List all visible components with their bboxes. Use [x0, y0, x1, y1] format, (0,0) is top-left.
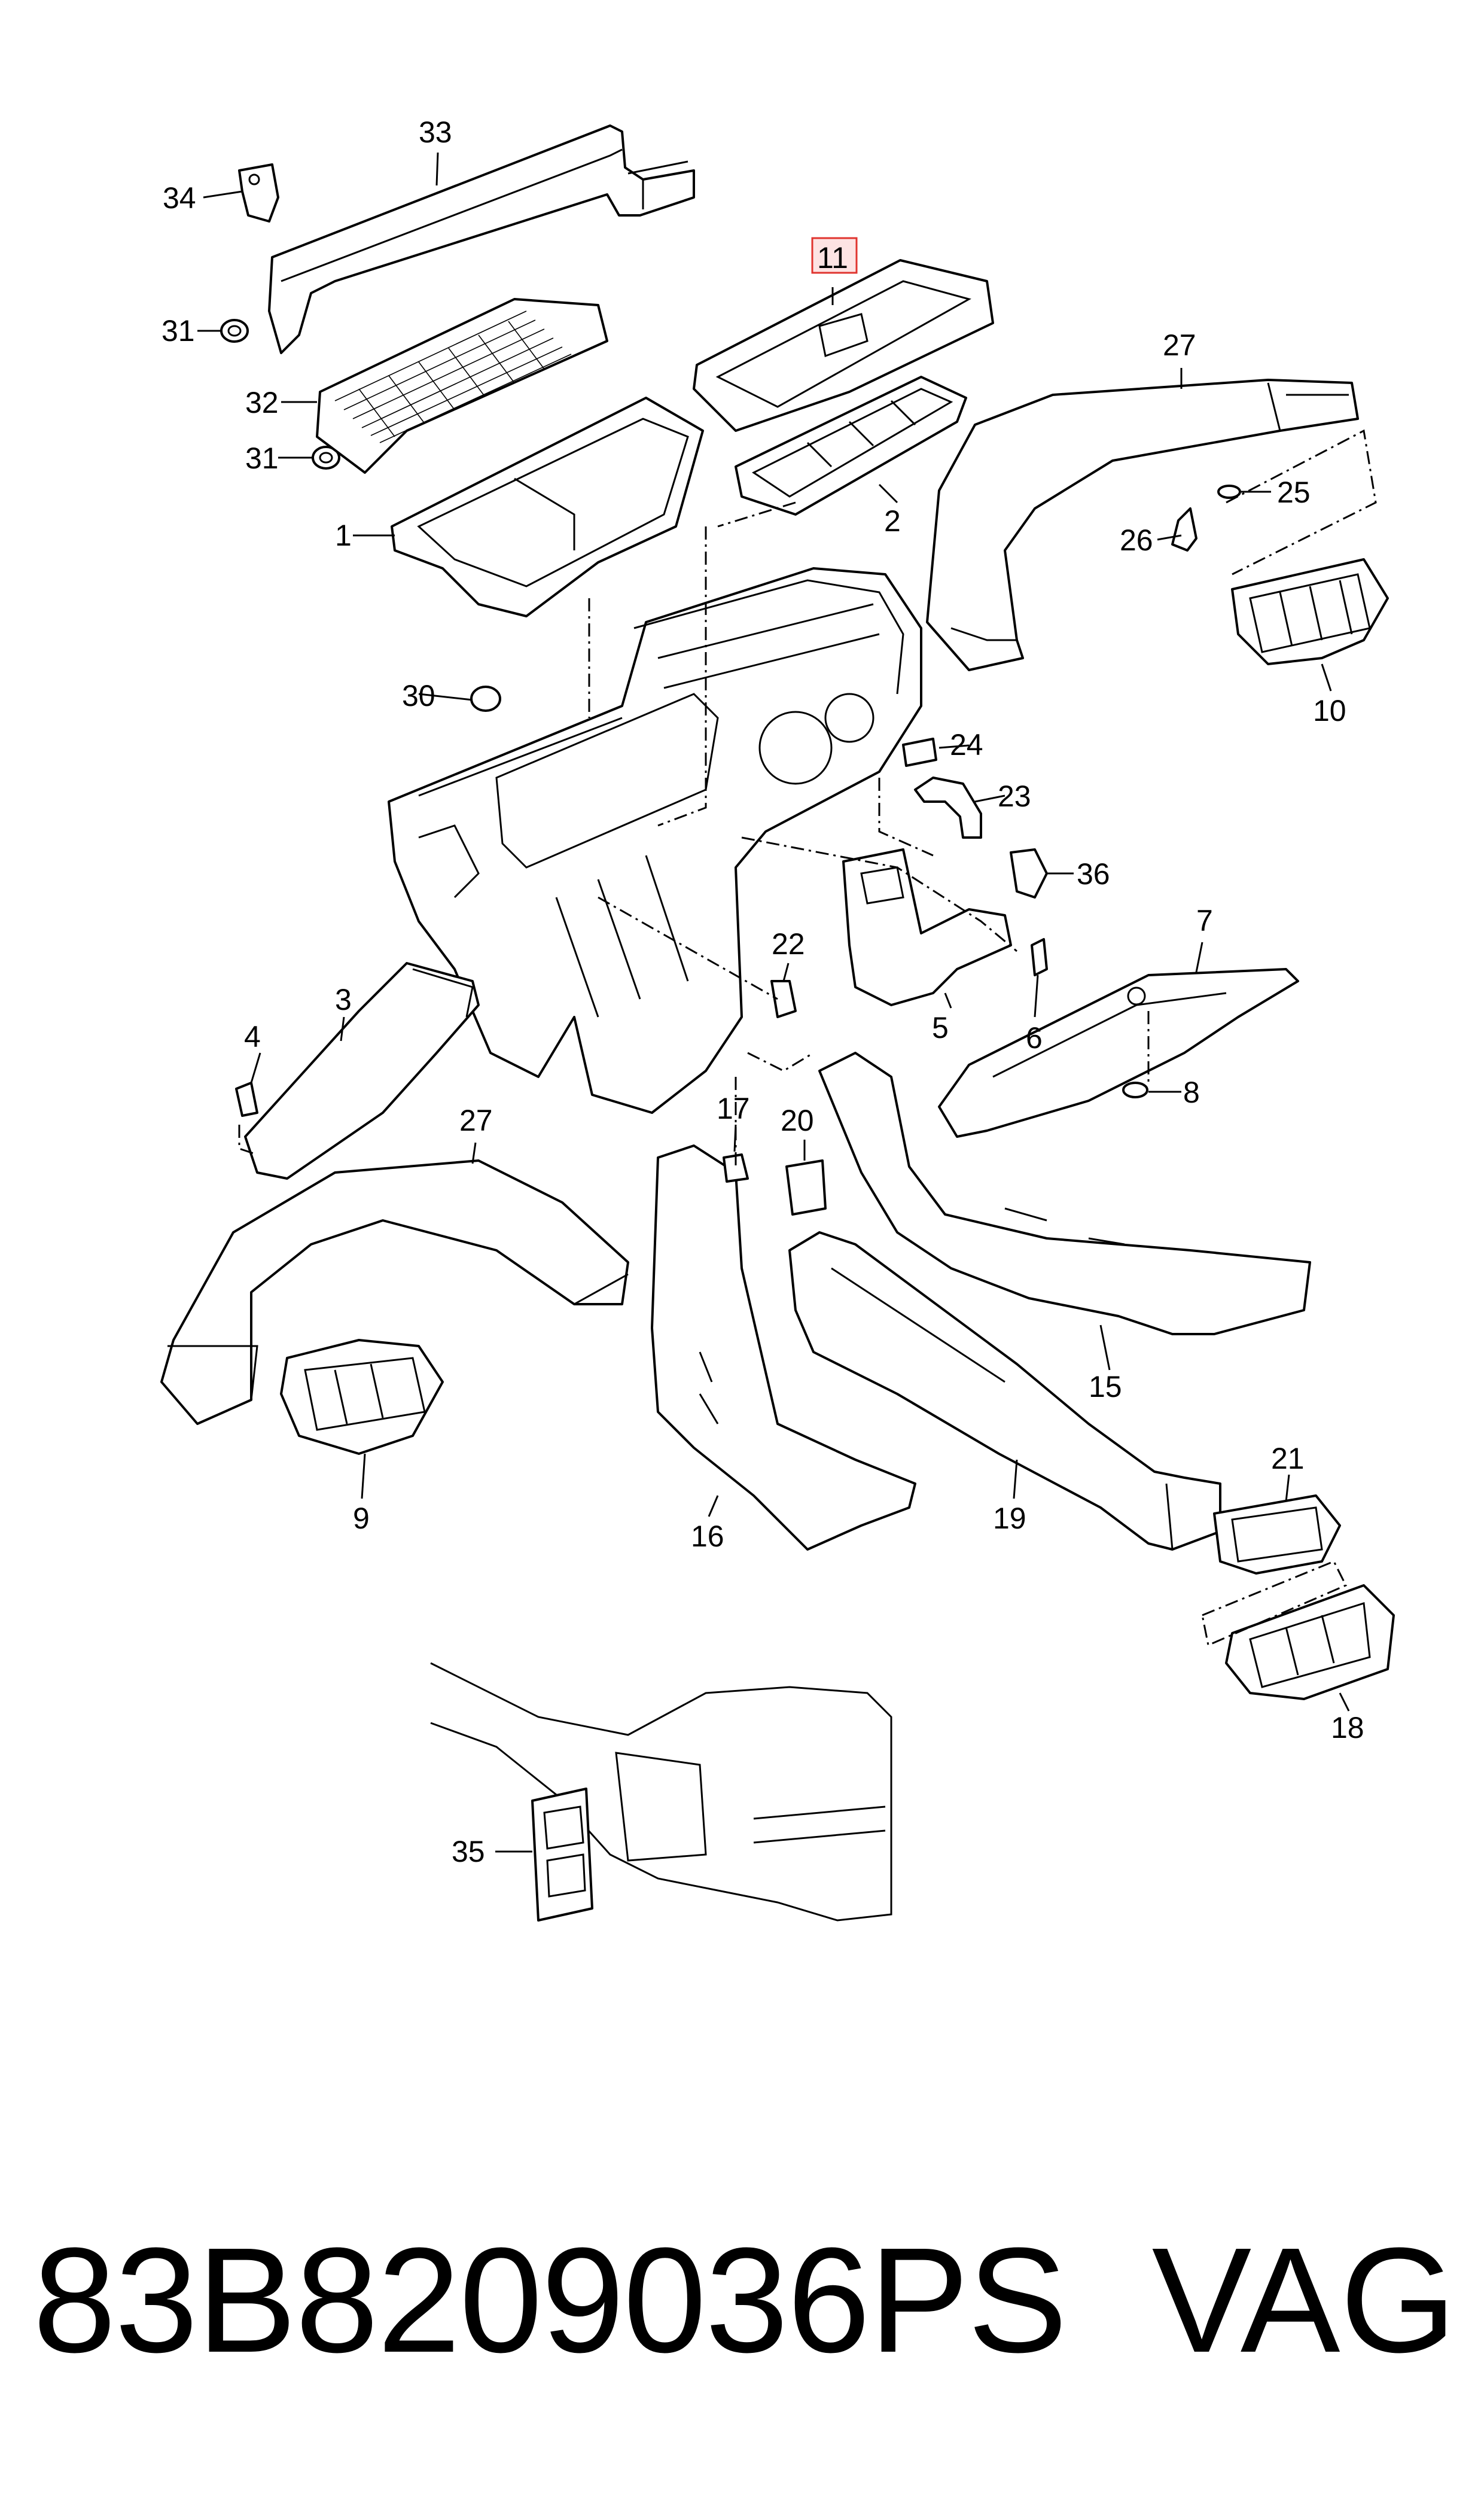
part-33-top-duct: [268, 124, 695, 354]
callout-27-upper: 27: [1163, 328, 1196, 362]
callout-30: 30: [402, 679, 435, 713]
part-23-hose: [914, 777, 982, 839]
brand-name: VAG: [1151, 2216, 1456, 2383]
callout-23: 23: [998, 780, 1031, 813]
callout-6: 6: [1026, 1021, 1043, 1055]
part-16-floor-duct-left: [651, 1144, 916, 1551]
callout-15: 15: [1089, 1370, 1122, 1403]
part-4-clip: [235, 1082, 258, 1117]
part-26-sensor: [1171, 507, 1197, 552]
callout-11: 11: [817, 241, 848, 275]
callout-20: 20: [781, 1104, 814, 1137]
part-6-screw: [1031, 938, 1048, 976]
callout-19: 19: [993, 1502, 1026, 1535]
callout-7: 7: [1196, 904, 1213, 937]
leader-lines: [197, 152, 1350, 1853]
part-number: 83B8209036PS: [33, 2216, 1068, 2383]
callout-17: 17: [717, 1092, 750, 1125]
callout-10: 10: [1313, 694, 1346, 727]
part-7-cover: [938, 968, 1299, 1138]
callout-33: 33: [419, 115, 452, 149]
part-34-clip: [238, 163, 279, 223]
callout-27-lower: 27: [459, 1104, 493, 1137]
callout-25: 25: [1277, 476, 1311, 509]
callout-8: 8: [1183, 1076, 1200, 1109]
callout-5: 5: [932, 1011, 949, 1045]
callout-2: 2: [884, 504, 901, 538]
caption: 83B8209036PS VAG: [33, 2225, 1456, 2375]
callout-16: 16: [691, 1520, 724, 1553]
part-22-screw: [770, 980, 797, 1018]
part-11-centre-air-vent: [693, 259, 994, 432]
part-30-grommet: [470, 686, 501, 712]
part-27-side-duct-left: [160, 1159, 629, 1425]
part-36-connector: [1010, 848, 1048, 899]
callout-32: 32: [245, 386, 279, 419]
part-20-sensor: [785, 1159, 827, 1216]
callout-36: 36: [1077, 857, 1110, 891]
part-32-defrost-grille: [316, 298, 608, 474]
part-9-side-vent-left: [280, 1339, 444, 1455]
callout-34: 34: [163, 181, 196, 215]
heater-box-assembly: [388, 567, 922, 1114]
part-10-side-vent-right: [1231, 558, 1389, 665]
part-5-footwell-duct: [842, 848, 1012, 1006]
part-15-rear-floor-duct: [818, 1052, 1311, 1335]
part-24-fitting: [902, 738, 937, 767]
part-27-side-duct-right: [926, 379, 1359, 671]
part-3-left-duct: [244, 962, 480, 1180]
part-25-washer: [1217, 485, 1241, 499]
part-18-rear-vent: [1225, 1584, 1395, 1700]
callout-labels: 33 34 31 32 31 1 11 2 27 25 26 10 30 24 …: [161, 115, 1364, 1868]
callout-22: 22: [772, 927, 805, 961]
part-2-vent-insert: [735, 376, 967, 516]
part-8-washer: [1122, 1082, 1148, 1098]
callout-31-upper: 31: [161, 314, 195, 348]
part-21-bezel: [1213, 1494, 1341, 1575]
callout-21: 21: [1271, 1442, 1305, 1475]
part-31-nut-upper: [220, 319, 249, 343]
callout-24: 24: [950, 728, 983, 762]
callout-9: 9: [353, 1502, 370, 1535]
callout-18: 18: [1331, 1711, 1364, 1744]
assembly-lines: [238, 429, 1377, 1647]
callout-4: 4: [244, 1020, 261, 1054]
callout-3: 3: [335, 983, 352, 1016]
highlight-box-11: [811, 237, 858, 274]
callout-31-lower: 31: [245, 442, 279, 475]
part-1-defroster-duct: [391, 397, 704, 617]
callout-35: 35: [452, 1835, 485, 1868]
part-35-body-vent-inset: [430, 1662, 892, 1922]
callout-1: 1: [335, 519, 352, 552]
callout-26: 26: [1120, 523, 1153, 557]
